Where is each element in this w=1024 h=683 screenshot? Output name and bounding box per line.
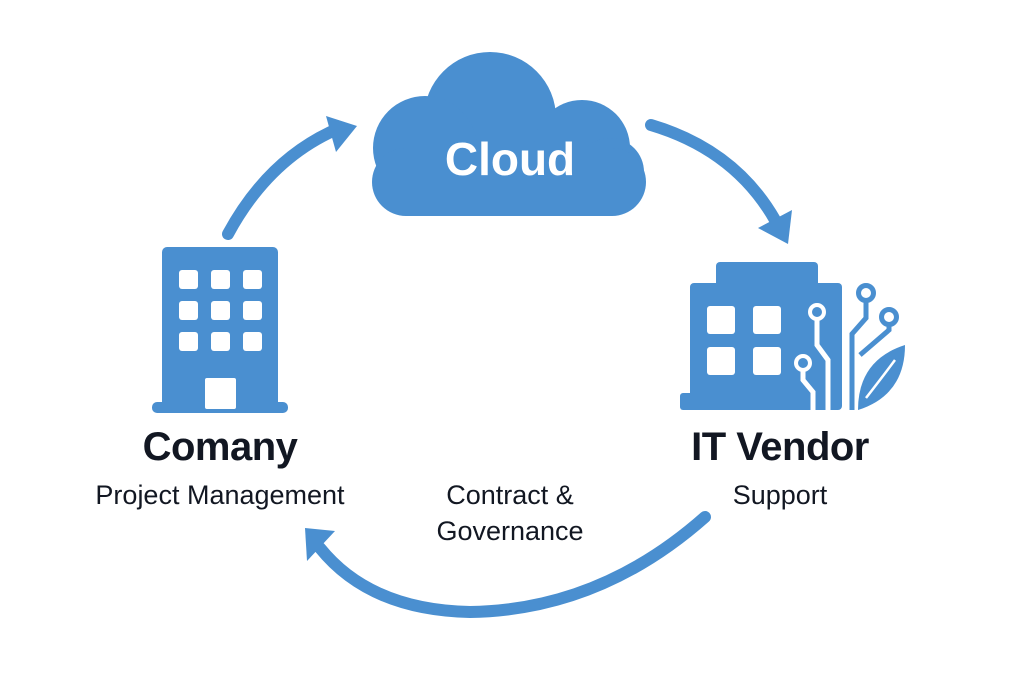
cloud-label: Cloud [444,133,576,185]
company-subtitle: Project Management [95,480,345,510]
center-label-line1: Contract & [446,480,574,510]
arrow-cloud-to-vendor [645,119,792,244]
arrow-company-to-cloud [222,116,357,240]
center-label-line2: Governance [436,516,584,546]
company-title: Comany [142,425,298,469]
office-building-icon [152,247,288,413]
vendor-title: IT Vendor [691,425,869,469]
vendor-subtitle: Support [732,480,828,510]
tech-building-circuit-leaf-icon [680,262,905,410]
cloud-icon [372,52,646,216]
arrow-vendor-to-company [305,511,711,619]
